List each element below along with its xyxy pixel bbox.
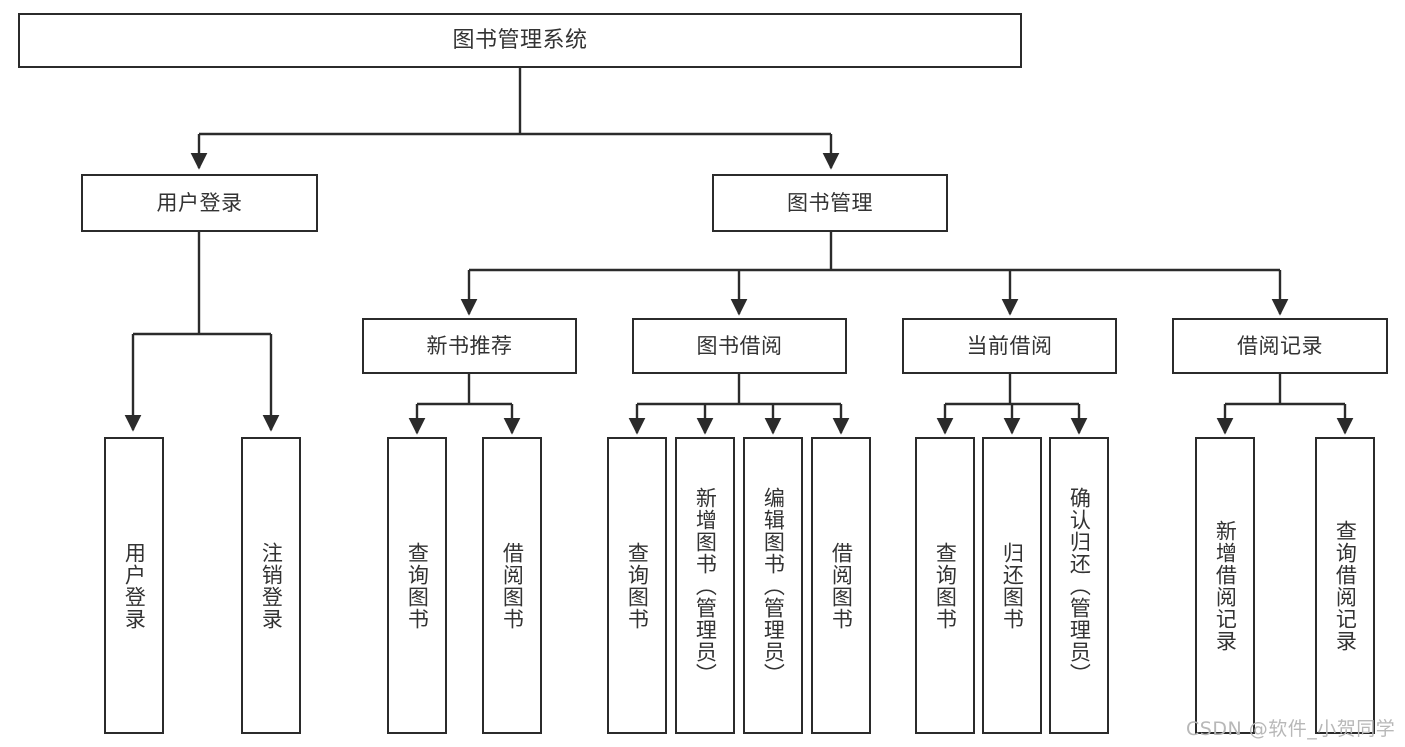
- node-current-borrow[interactable]: 当前借阅: [902, 318, 1117, 374]
- node-leaf-label: 归还图书: [1000, 541, 1025, 630]
- node-new-book-recommend-label: 新书推荐: [426, 333, 513, 358]
- node-leaf-label: 编辑图书（管理员）: [761, 486, 786, 685]
- node-leaf-book-borrow-add[interactable]: 新增图书（管理员）: [675, 437, 735, 734]
- node-leaf-borrow-record-add[interactable]: 新增借阅记录: [1195, 437, 1255, 734]
- node-new-book-recommend[interactable]: 新书推荐: [362, 318, 577, 374]
- node-leaf-label: 新增图书（管理员）: [693, 486, 718, 685]
- node-leaf-label: 确认归还（管理员）: [1067, 486, 1092, 685]
- node-borrow-record-label: 借阅记录: [1237, 333, 1323, 358]
- node-leaf-user-login-login[interactable]: 用户登录: [104, 437, 164, 734]
- node-leaf-label: 新增借阅记录: [1213, 519, 1238, 652]
- node-user-login-label: 用户登录: [156, 190, 243, 215]
- node-leaf-label: 注销登录: [259, 541, 284, 630]
- node-book-management[interactable]: 图书管理: [712, 174, 948, 232]
- node-user-login[interactable]: 用户登录: [81, 174, 318, 232]
- node-leaf-current-borrow-confirm[interactable]: 确认归还（管理员）: [1049, 437, 1109, 734]
- node-leaf-label: 查询图书: [933, 541, 958, 630]
- node-leaf-current-borrow-return[interactable]: 归还图书: [982, 437, 1042, 734]
- node-leaf-label: 查询借阅记录: [1333, 519, 1358, 652]
- node-root-library-system[interactable]: 图书管理系统: [18, 13, 1022, 68]
- node-root-label: 图书管理系统: [452, 27, 588, 53]
- node-leaf-label: 借阅图书: [500, 541, 525, 630]
- node-leaf-book-borrow-edit[interactable]: 编辑图书（管理员）: [743, 437, 803, 734]
- node-leaf-book-borrow-query[interactable]: 查询图书: [607, 437, 667, 734]
- node-leaf-current-borrow-query[interactable]: 查询图书: [915, 437, 975, 734]
- node-leaf-new-book-query[interactable]: 查询图书: [387, 437, 447, 734]
- node-current-borrow-label: 当前借阅: [966, 333, 1053, 358]
- node-leaf-borrow-record-query[interactable]: 查询借阅记录: [1315, 437, 1375, 734]
- node-leaf-label: 查询图书: [405, 541, 430, 630]
- node-book-borrow-label: 图书借阅: [696, 333, 783, 358]
- node-borrow-record[interactable]: 借阅记录: [1172, 318, 1388, 374]
- node-leaf-label: 借阅图书: [829, 541, 854, 630]
- csdn-watermark: CSDN @软件_小贺同学: [1186, 718, 1396, 740]
- node-leaf-new-book-borrow[interactable]: 借阅图书: [482, 437, 542, 734]
- node-leaf-label: 查询图书: [625, 541, 650, 630]
- node-book-management-label: 图书管理: [787, 190, 873, 215]
- node-book-borrow[interactable]: 图书借阅: [632, 318, 847, 374]
- node-leaf-user-login-logout[interactable]: 注销登录: [241, 437, 301, 734]
- node-leaf-label: 用户登录: [122, 541, 147, 630]
- node-leaf-book-borrow-borrow[interactable]: 借阅图书: [811, 437, 871, 734]
